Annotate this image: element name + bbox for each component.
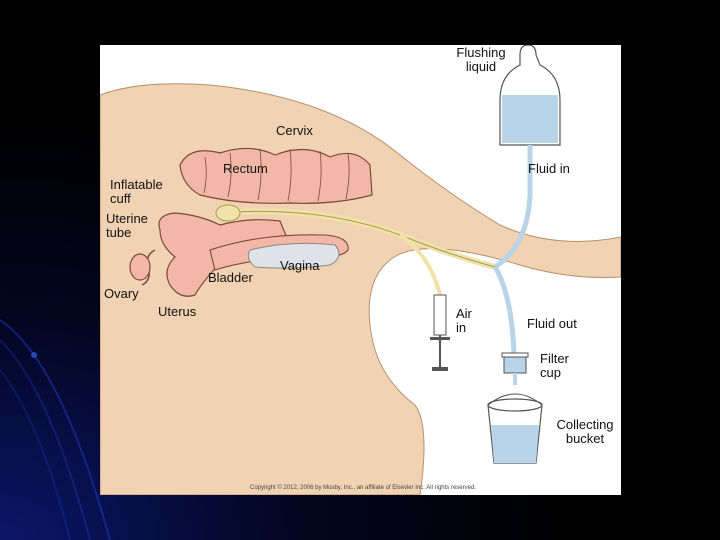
label-ovary: Ovary — [104, 286, 139, 301]
fluid-out-line — [492, 265, 517, 356]
fluid-in-line — [493, 145, 533, 270]
collecting-bucket — [487, 393, 543, 464]
label-uterus: Uterus — [158, 304, 197, 319]
copyright-text: Copyright © 2012, 2006 by Mosby, Inc., a… — [250, 485, 476, 491]
ovary-shape — [129, 253, 151, 281]
air-line — [398, 233, 442, 296]
inflatable-cuff-shape — [215, 204, 241, 222]
label-fluid-out: Fluid out — [527, 316, 577, 331]
syringe — [430, 294, 450, 371]
filter-cup — [501, 352, 529, 385]
rectum-shape — [179, 147, 373, 204]
label-bladder: Bladder — [208, 270, 253, 285]
slide-decoration — [0, 319, 111, 540]
label-vagina: Vagina — [280, 258, 320, 273]
label-rectum: Rectum — [223, 161, 268, 176]
label-cervix: Cervix — [276, 123, 313, 138]
rectum-folds — [203, 148, 350, 202]
label-fluid-in: Fluid in — [528, 161, 570, 176]
diagram-illustration — [100, 45, 621, 495]
bladder-shape — [247, 242, 340, 269]
flushing-liquid-level — [502, 95, 558, 143]
